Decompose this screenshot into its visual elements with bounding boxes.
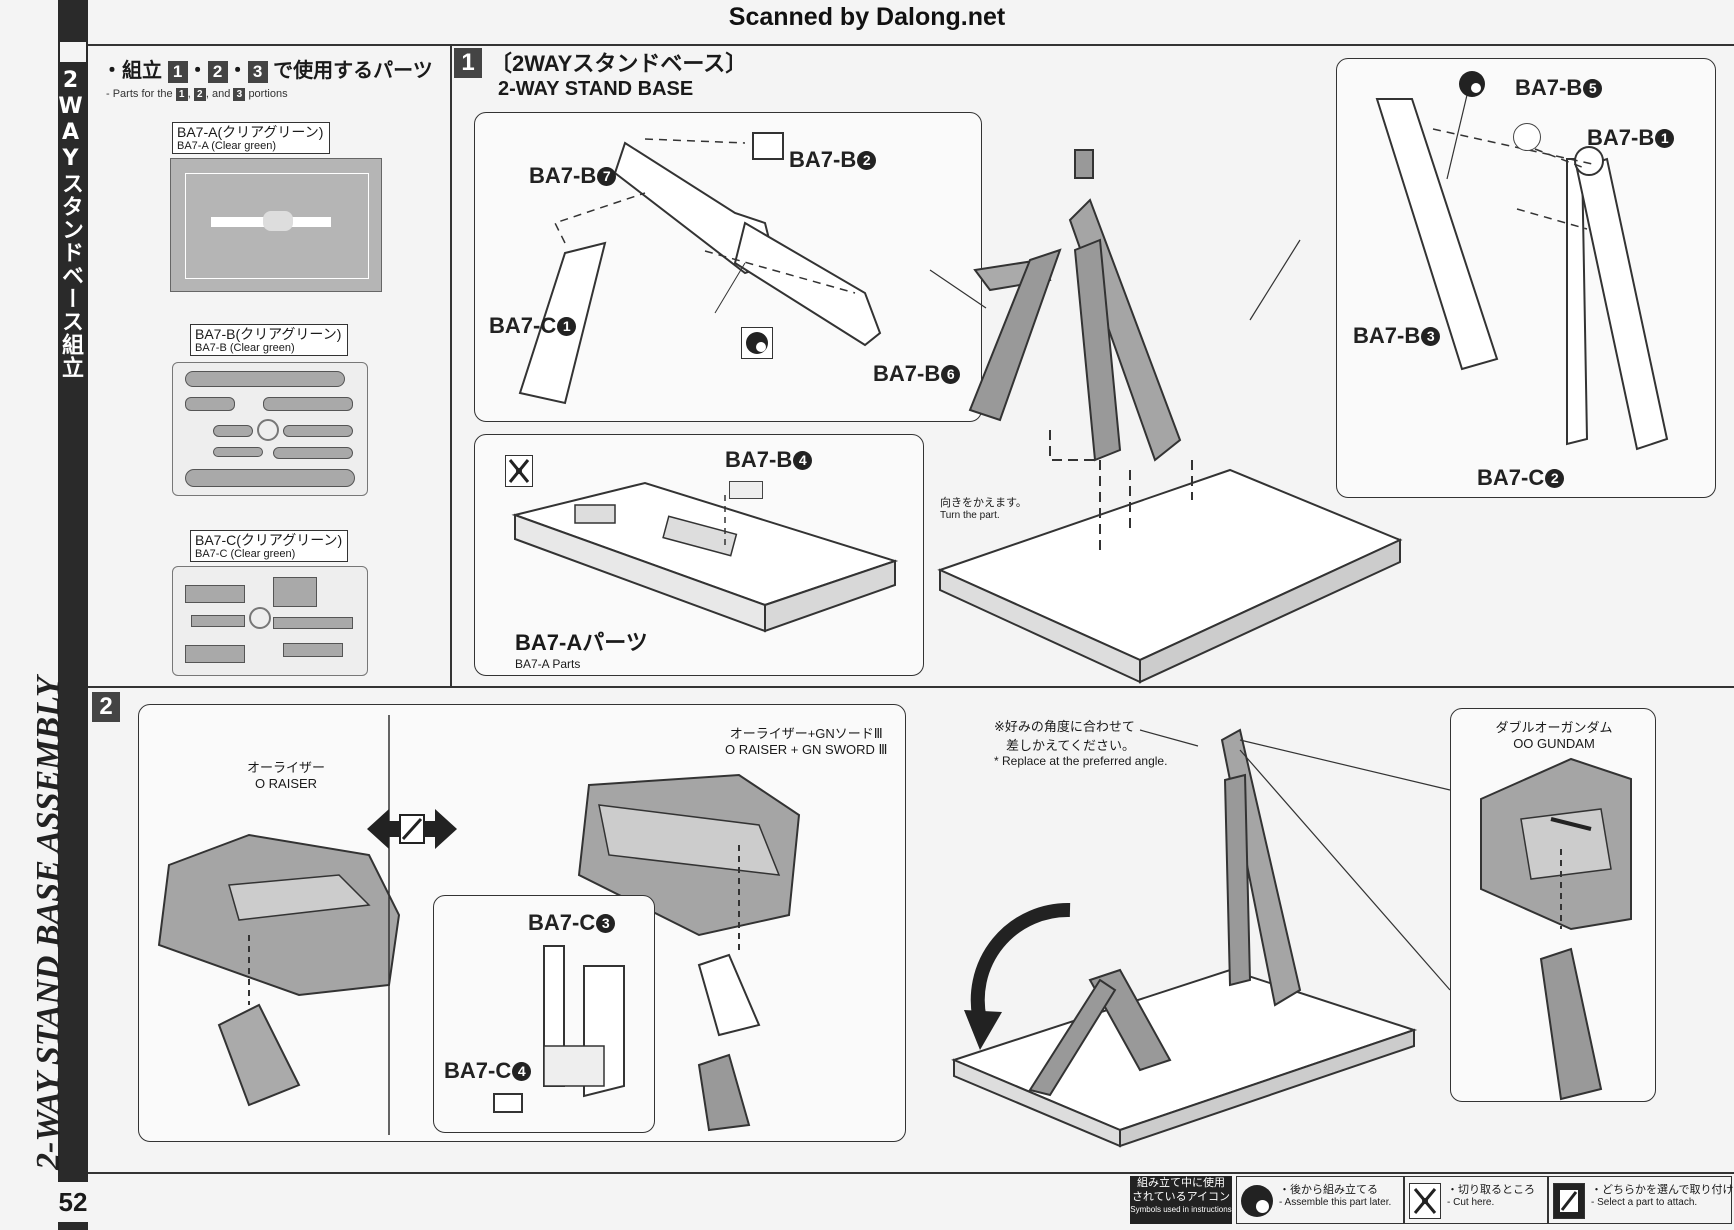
parts-panel-subtitle: - Parts for the 1, 2, and 3 portions bbox=[106, 88, 288, 101]
step-ref-3: 3 bbox=[247, 61, 268, 83]
runner-b-image bbox=[172, 362, 368, 496]
angle-note: ※好みの角度に合わせて 差しかえてください。 * Replace at the … bbox=[994, 719, 1168, 768]
cut-here-icon bbox=[505, 455, 533, 487]
step2-number: 2 bbox=[92, 692, 120, 722]
scan-credit: Scanned by Dalong.net bbox=[728, 3, 1006, 31]
page-number: 52 bbox=[58, 1182, 88, 1222]
runner-b-label: BA7-B(クリアグリーン) BA7-B (Clear green) bbox=[190, 324, 348, 356]
arm-halves-illustration bbox=[1375, 94, 1669, 451]
runner-a-label: BA7-A(クリアグリーン) BA7-A (Clear green) bbox=[172, 122, 330, 154]
oo-gundam-label: ダブルオーガンダム OO GUNDAM bbox=[1495, 720, 1613, 751]
frame-step-divider bbox=[88, 686, 1734, 688]
assemble-later-icon bbox=[741, 327, 773, 359]
runner-a-image bbox=[170, 158, 382, 292]
oo-gundam-illustration bbox=[1480, 757, 1632, 1101]
legend-title: 組み立て中に使用 されているアイコン Symbols used in instr… bbox=[1130, 1176, 1232, 1224]
parts-title-prefix: ・組立 bbox=[102, 60, 162, 82]
frame-bottom-line bbox=[88, 1172, 1734, 1174]
a-parts-label: BA7-Aパーツ BA7-A Parts bbox=[515, 630, 648, 671]
step1-title-en: 2-WAY STAND BASE bbox=[498, 78, 694, 100]
sidebar-title-en: 2-WAY STAND BASE ASSEMBLY bbox=[30, 676, 67, 1170]
c3-c4-illustration bbox=[493, 945, 625, 1113]
step-ref-2: 2 bbox=[207, 61, 228, 83]
runner-c-image bbox=[172, 566, 368, 676]
part-b4-piece bbox=[729, 481, 763, 499]
runner-c-label: BA7-C(クリアグリーン) BA7-C (Clear green) bbox=[190, 530, 348, 562]
legend-items: ・後から組み立てる - Assemble this part later. ・切… bbox=[1236, 1176, 1734, 1224]
step1-title-jp: 〔2WAYスタンドベース〕 bbox=[490, 51, 748, 76]
stand-angle-illustration bbox=[951, 728, 1451, 1148]
step1-number: 1 bbox=[454, 48, 482, 78]
part-b5-piece bbox=[1513, 123, 1541, 151]
o-raiser-sword-label: オーライザー+GNソードⅢ O RAISER + GN SWORD Ⅲ bbox=[725, 726, 888, 757]
frame-top-line bbox=[88, 44, 1734, 46]
stand-main-illustration bbox=[929, 149, 1403, 684]
o-raiser-illustration bbox=[157, 715, 801, 1135]
turn-note: 向きをかえます。 Turn the part. bbox=[940, 497, 1027, 521]
select-part-arrows bbox=[367, 807, 457, 851]
sidebar-title-jp: 2WAYスタンドベース組立 bbox=[58, 68, 83, 379]
parts-title-suffix: で使用するパーツ bbox=[273, 60, 433, 82]
assemble-later-icon-2 bbox=[1459, 71, 1489, 101]
parts-panel-header: ・組立 1・2・3 で使用するパーツ bbox=[102, 60, 433, 83]
assemble-later-icon bbox=[1241, 1185, 1273, 1217]
parts-panel: ・組立 1・2・3 で使用するパーツ - Parts for the 1, 2,… bbox=[88, 46, 450, 686]
sidebar-band bbox=[58, 0, 88, 1230]
step-ref-1: 1 bbox=[167, 61, 188, 83]
o-raiser-label: オーライザー O RAISER bbox=[247, 760, 326, 791]
frame-vertical-divider bbox=[450, 44, 452, 686]
oo-gundam-box: ダブルオーガンダム OO GUNDAM bbox=[1450, 708, 1656, 1102]
step2-alternative-box: オーライザー O RAISER オーライザー+GNソードⅢ O RAISER +… bbox=[138, 704, 906, 1142]
base-plate-illustration bbox=[511, 481, 899, 633]
sidebar-badge bbox=[58, 40, 88, 64]
cut-here-icon bbox=[1409, 1183, 1441, 1219]
select-part-icon bbox=[1553, 1183, 1585, 1219]
